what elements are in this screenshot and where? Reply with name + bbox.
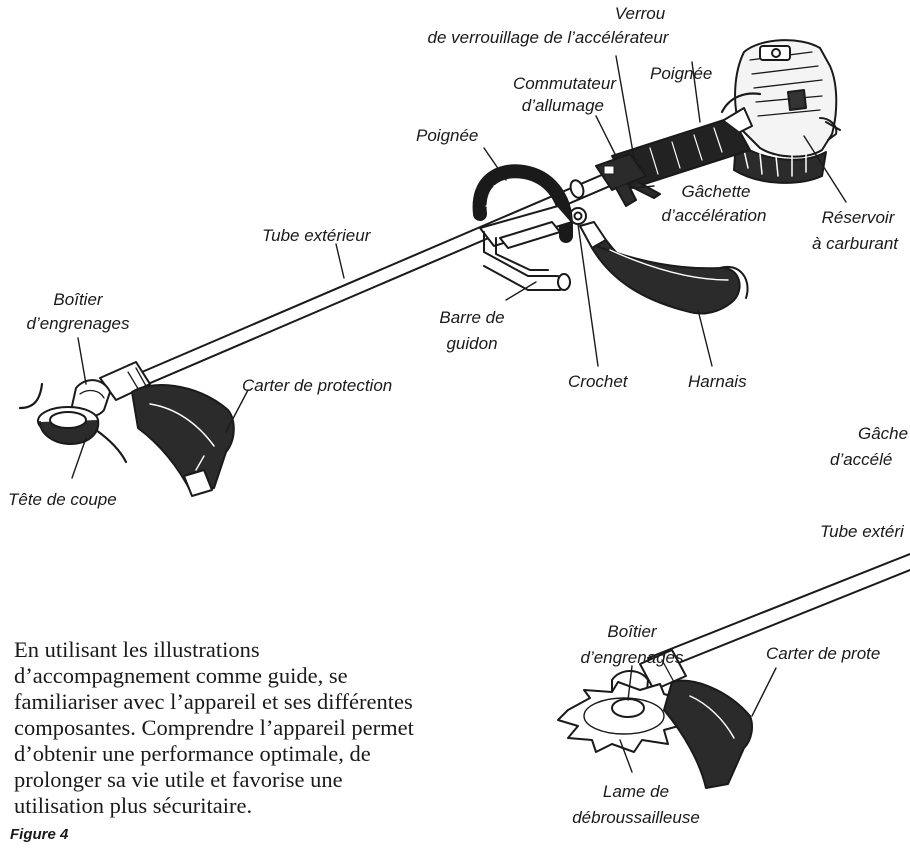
label-boitier-bottom: Boîtier (580, 622, 684, 642)
label-boitier-bottom-2: d’engrenages (564, 648, 700, 668)
label-tube: Tube extérieur (262, 226, 370, 246)
cutting-head (20, 384, 126, 462)
label-reservoir: Réservoir (806, 208, 910, 228)
label-verrou: Verrou (520, 4, 760, 24)
harness (580, 222, 748, 314)
label-poignee-left: Poignée (416, 126, 478, 146)
label-barre-2: guidon (422, 334, 522, 354)
label-reservoir-2: à carburant (800, 234, 910, 254)
engine (734, 40, 840, 183)
figure-caption: Figure 4 (10, 826, 68, 843)
label-carter-bottom: Carter de prote (766, 644, 880, 664)
loop-handle (480, 171, 572, 290)
label-commutateur-line1: Commutateur (513, 74, 616, 93)
label-verrou-line1: Verrou (615, 4, 665, 23)
label-tete: Tête de coupe (8, 490, 117, 510)
label-commutateur-2: d’allumage (456, 96, 604, 116)
label-verrou-2: de verrouillage de l’accélérateur (380, 28, 716, 48)
label-commutateur-line2: d’allumage (522, 96, 604, 115)
label-poignee-top: Poignée (650, 64, 712, 84)
label-barre: Barre de (422, 308, 522, 328)
label-lame: Lame de (580, 782, 692, 802)
label-boitier-2: d’engrenages (12, 314, 144, 334)
label-gachette-bottom: Gâche (858, 424, 908, 444)
label-verrou-line2: de verrouillage de l’accélérateur (428, 28, 669, 47)
guard-bottom (664, 681, 752, 788)
label-boitier: Boîtier (20, 290, 136, 310)
blade (558, 682, 686, 752)
intro-paragraph: En utilisant les illustrations d’accompa… (14, 637, 424, 819)
label-commutateur: Commutateur (456, 74, 616, 94)
label-lame-2: débroussailleuse (550, 808, 722, 828)
label-gachette-2: d’accélération (646, 206, 782, 226)
label-tube-bottom: Tube extéri (820, 522, 904, 542)
label-gachette-bottom-2: d’accélé (830, 450, 892, 470)
label-gachette: Gâchette (656, 182, 776, 202)
label-harnais: Harnais (688, 372, 747, 392)
label-carter: Carter de protection (242, 376, 392, 396)
guard (132, 385, 234, 496)
label-crochet: Crochet (568, 372, 628, 392)
